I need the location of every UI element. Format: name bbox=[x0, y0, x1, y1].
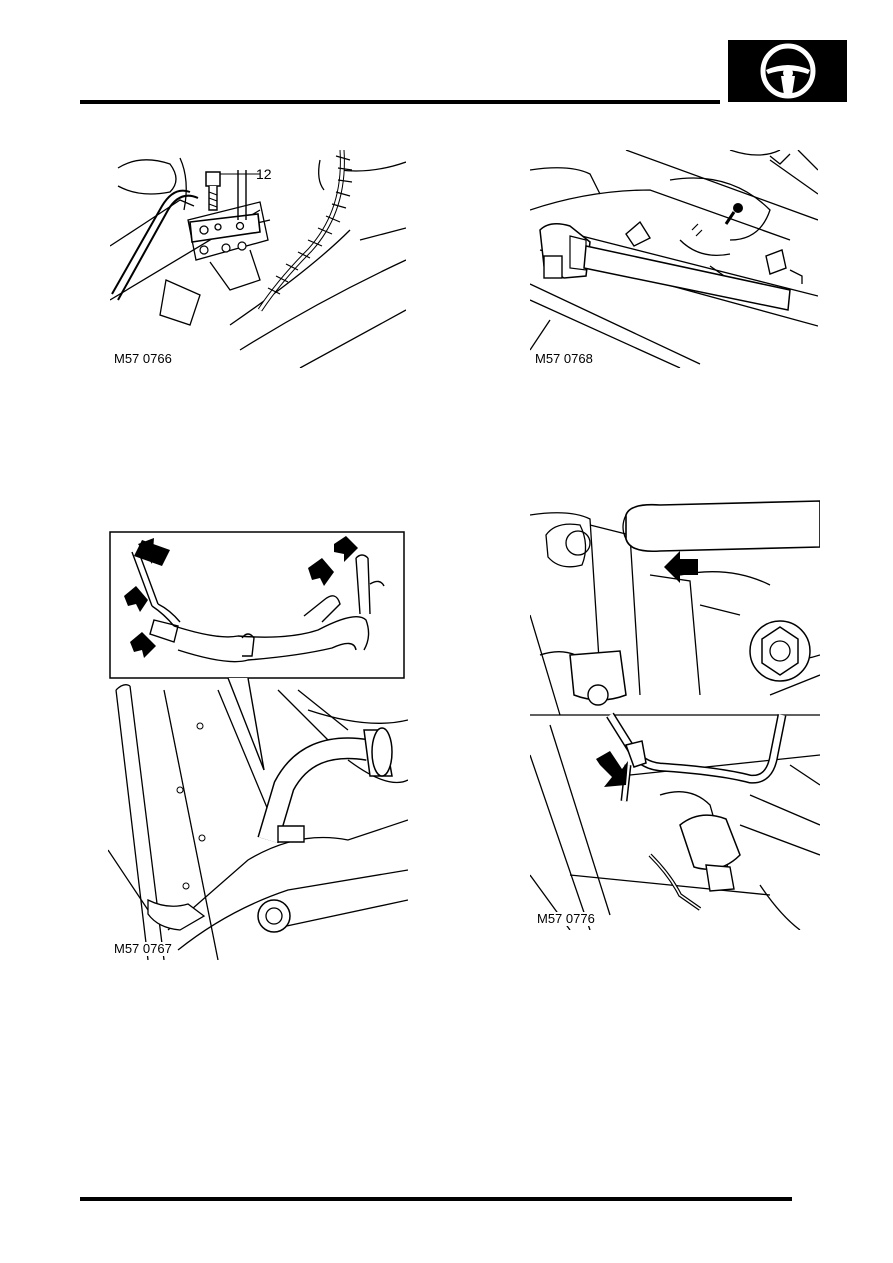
steering-wheel-icon bbox=[760, 43, 816, 99]
crossmember-illustration bbox=[530, 150, 818, 368]
header-rule bbox=[80, 100, 720, 104]
pipe-clip-illustration bbox=[530, 500, 820, 930]
figure-label: M57 0768 bbox=[533, 351, 595, 366]
figure-m57-0776: M57 0776 bbox=[530, 495, 820, 930]
footer-rule bbox=[80, 1197, 792, 1201]
figure-label: M57 0776 bbox=[535, 911, 597, 926]
figure-label: M57 0767 bbox=[112, 941, 174, 956]
figure-label: M57 0766 bbox=[112, 351, 174, 366]
figure-m57-0768: M57 0768 bbox=[530, 150, 818, 368]
bracket-bolt-illustration bbox=[110, 150, 406, 368]
section-badge bbox=[728, 40, 847, 102]
coolant-hose-illustration bbox=[108, 531, 408, 960]
figure-m57-0766: 12 M57 0766 bbox=[110, 150, 406, 368]
figure-m57-0767: M57 0767 bbox=[108, 530, 408, 960]
callout-number: 12 bbox=[256, 166, 272, 182]
